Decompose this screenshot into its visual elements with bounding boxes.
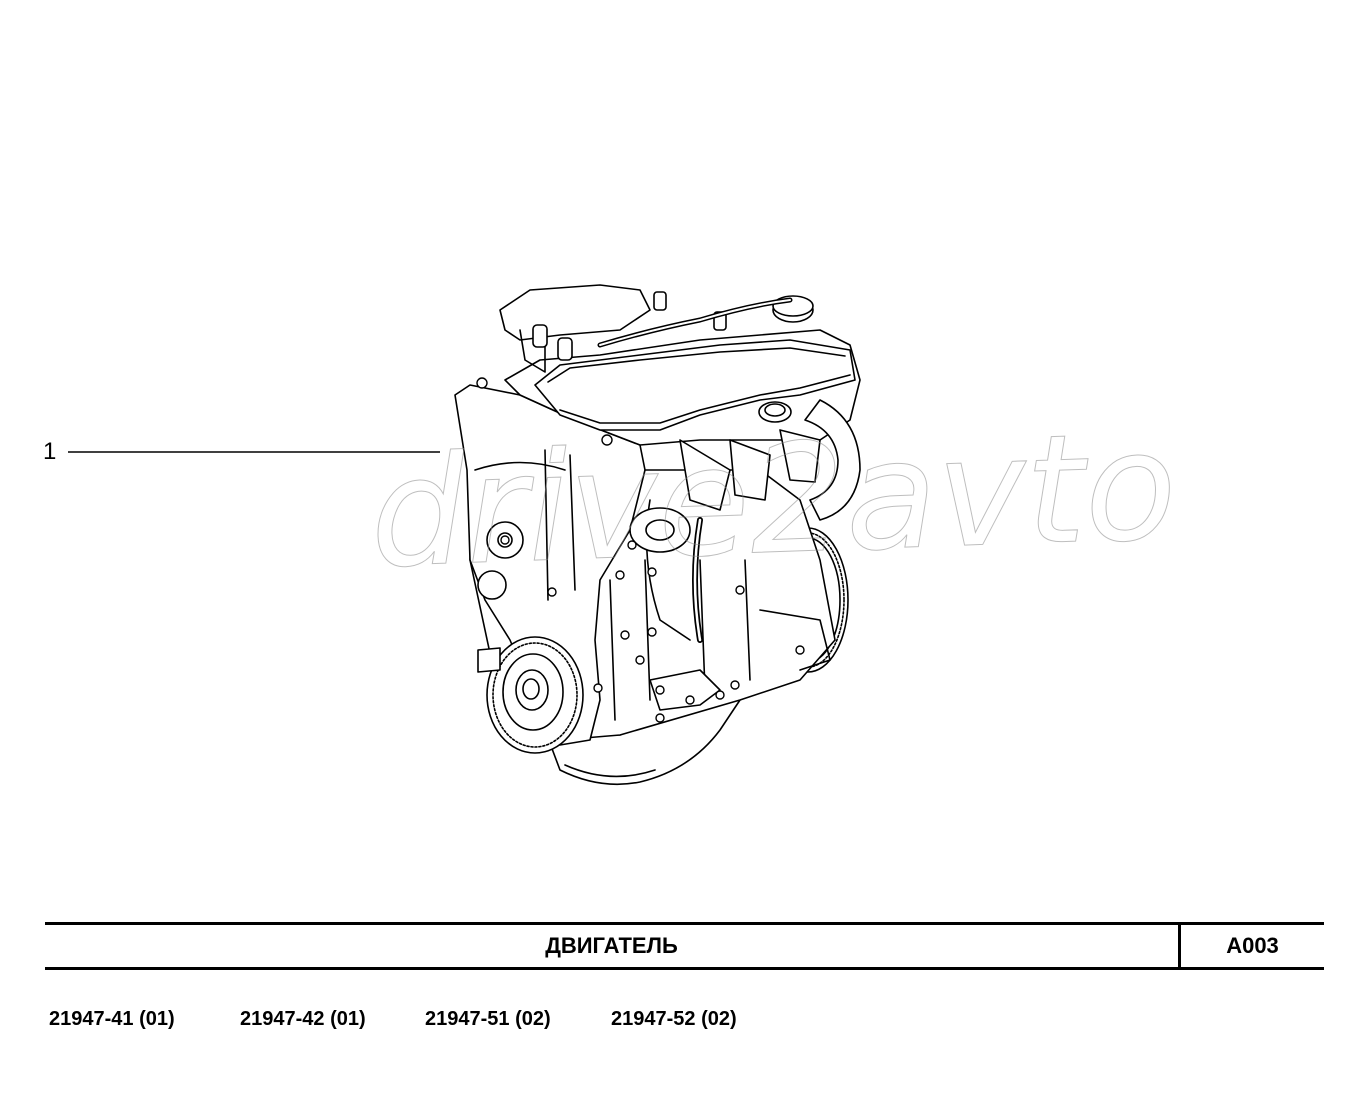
model-item: 21947-51 (02) <box>425 1008 551 1030</box>
drawing-title: ДВИГАТЕЛЬ <box>545 933 678 958</box>
title-divider <box>1178 925 1181 967</box>
engine-linework <box>454 284 861 786</box>
bolt-heads <box>476 377 805 723</box>
drawing-code: A003 <box>1226 933 1279 958</box>
model-item: 21947-42 (01) <box>240 1008 366 1030</box>
engine-illustration: drive2avto <box>68 284 1180 786</box>
engine-drawing-area: drive2avto <box>68 284 1180 786</box>
title-block: ДВИГАТЕЛЬ A003 <box>45 922 1324 970</box>
callout-label-1: 1 <box>43 438 57 465</box>
model-item: 21947-52 (02) <box>611 1008 737 1030</box>
watermark-text: drive2avto <box>367 400 1179 602</box>
model-item: 21947-41 (01) <box>49 1008 175 1030</box>
